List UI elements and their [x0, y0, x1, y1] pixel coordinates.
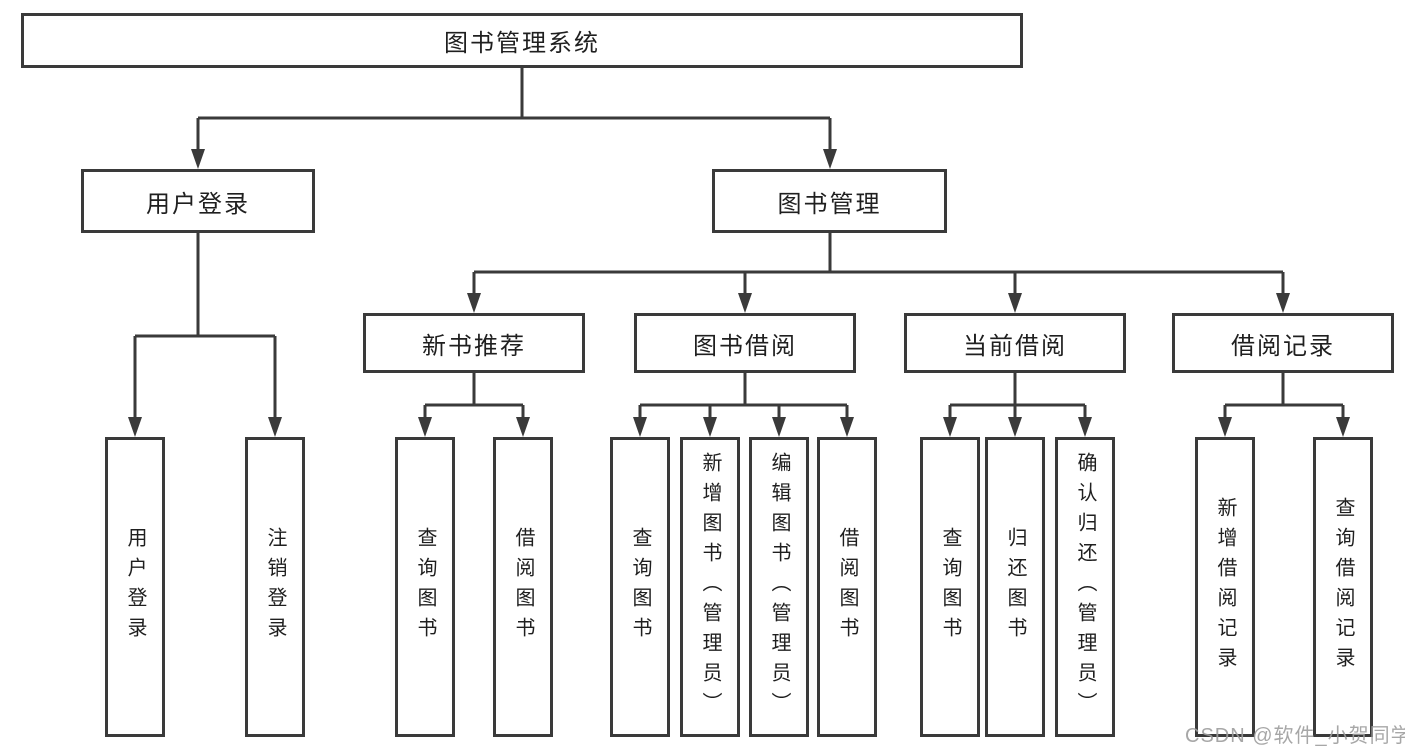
leaf-label: 借阅图书	[512, 527, 534, 647]
node-label: 图书管理	[777, 190, 882, 218]
node-current-borrowing: 当前借阅	[904, 313, 1126, 373]
leaf-borrowing-edit-books-admin: 编辑图书（管理员）	[749, 437, 809, 737]
node-book-borrowing: 图书借阅	[634, 313, 856, 373]
leaf-current-query-books: 查询图书	[920, 437, 980, 737]
leaf-label: 注销登录	[264, 527, 286, 647]
leaf-user-login: 用户登录	[105, 437, 165, 737]
leaf-label: 查询图书	[939, 527, 961, 647]
node-label: 当前借阅	[963, 332, 1067, 360]
leaf-label: 编辑图书（管理员）	[768, 452, 790, 722]
leaf-label: 新增图书（管理员）	[699, 452, 721, 722]
node-label: 图书管理系统	[444, 30, 600, 57]
leaf-label: 归还图书	[1004, 527, 1026, 647]
leaf-label: 查询图书	[414, 527, 436, 647]
leaf-label: 查询图书	[629, 527, 651, 647]
leaf-label: 借阅图书	[836, 527, 858, 647]
node-label: 借阅记录	[1231, 332, 1335, 360]
node-label: 新书推荐	[422, 332, 526, 360]
leaf-label: 确认归还（管理员）	[1074, 452, 1096, 722]
leaf-newbooks-borrow-books: 借阅图书	[493, 437, 553, 737]
leaf-label: 用户登录	[124, 527, 146, 647]
leaf-current-return-books: 归还图书	[985, 437, 1045, 737]
leaf-records-query-borrow-record: 查询借阅记录	[1313, 437, 1373, 737]
node-book-management: 图书管理	[712, 169, 947, 233]
node-user-login: 用户登录	[81, 169, 315, 233]
node-label: 用户登录	[146, 190, 250, 218]
leaf-borrowing-query-books: 查询图书	[610, 437, 670, 737]
csdn-watermark: CSDN @软件_小贺同学	[1185, 725, 1405, 747]
node-library-management-system: 图书管理系统	[21, 13, 1023, 68]
node-borrowing-records: 借阅记录	[1172, 313, 1394, 373]
leaf-label: 新增借阅记录	[1214, 497, 1236, 677]
arrowheads	[128, 149, 1350, 437]
leaf-records-add-borrow-record: 新增借阅记录	[1195, 437, 1255, 737]
leaf-label: 查询借阅记录	[1332, 497, 1354, 677]
leaf-borrowing-add-books-admin: 新增图书（管理员）	[680, 437, 740, 737]
leaf-borrowing-borrow-books: 借阅图书	[817, 437, 877, 737]
node-new-book-recommend: 新书推荐	[363, 313, 585, 373]
leaf-current-confirm-return-admin: 确认归还（管理员）	[1055, 437, 1115, 737]
leaf-newbooks-query-books: 查询图书	[395, 437, 455, 737]
leaf-logout: 注销登录	[245, 437, 305, 737]
node-label: 图书借阅	[693, 332, 797, 360]
